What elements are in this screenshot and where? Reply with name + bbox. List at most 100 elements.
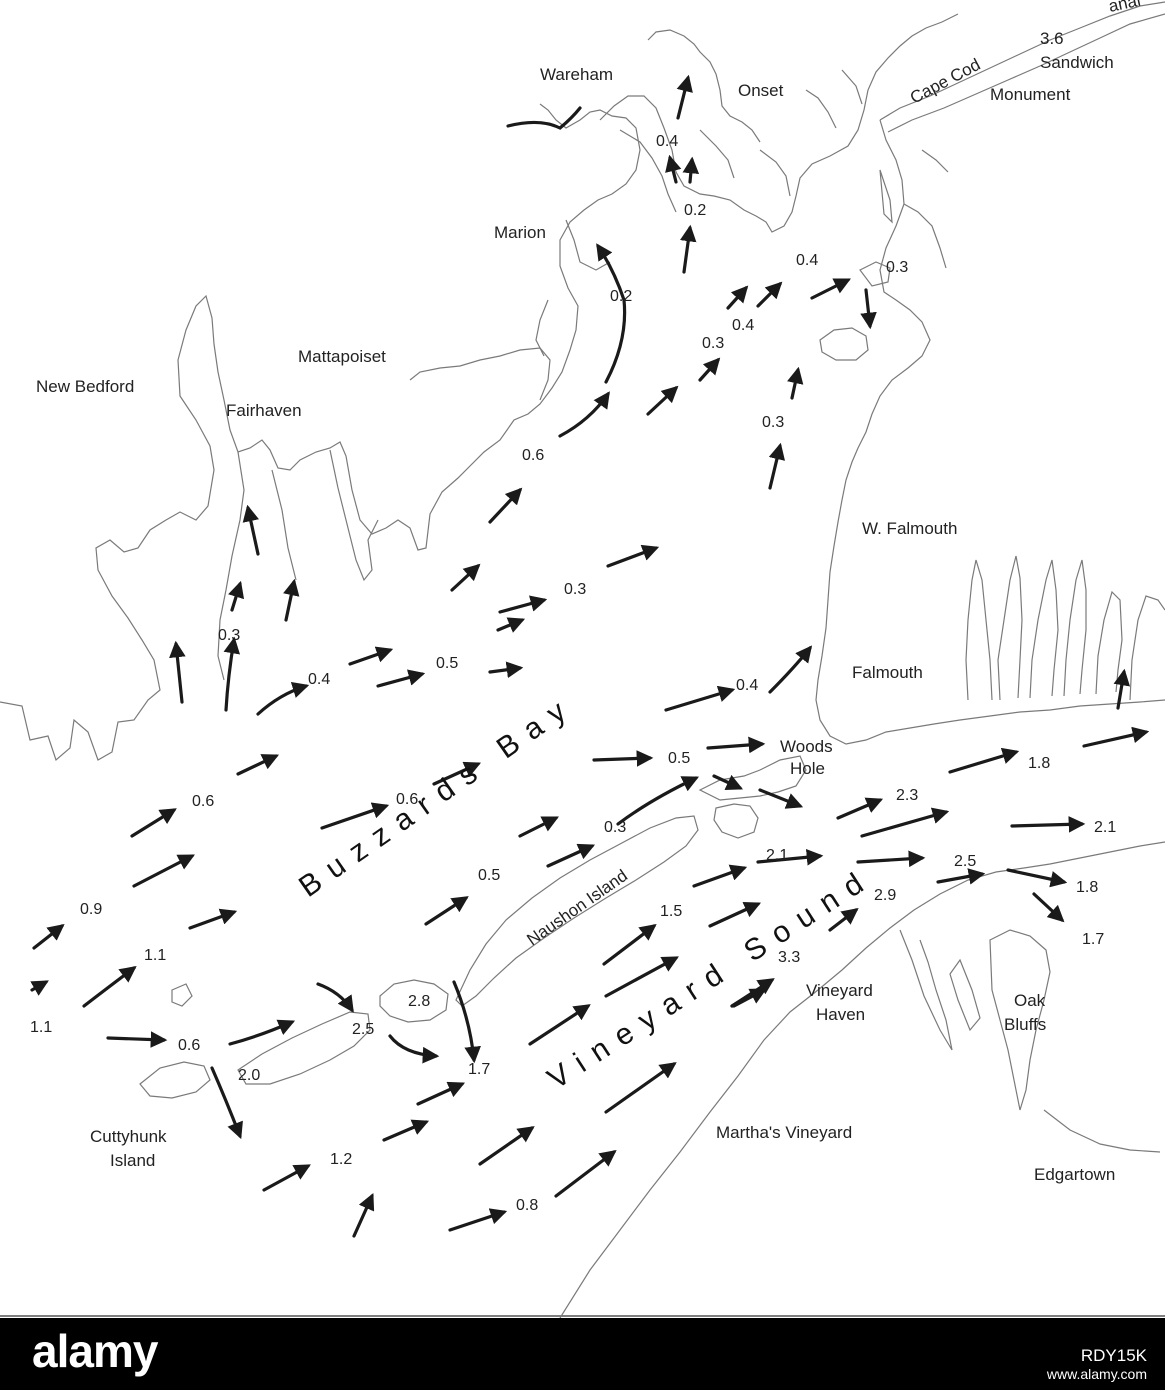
current-arrow — [1006, 868, 1068, 888]
current-arrow — [768, 442, 786, 490]
speed-label: 0.6 — [396, 791, 418, 808]
speed-label: 0.3 — [564, 581, 586, 598]
current-arrow — [236, 754, 280, 776]
current-arrow — [498, 595, 548, 614]
current-arrow — [679, 224, 697, 274]
label-sandwich-speed: 3.6 — [1040, 29, 1064, 48]
label-monument: Monument — [990, 85, 1071, 104]
current-arrow — [130, 808, 177, 838]
current-arrow — [936, 868, 986, 885]
current-arrow — [558, 391, 610, 438]
speed-label: 0.9 — [80, 901, 102, 918]
speed-label: 2.9 — [874, 887, 896, 904]
current-arrow — [756, 849, 824, 866]
current-arrow — [606, 544, 660, 568]
current-arrow — [228, 580, 245, 612]
current-arrow — [228, 1019, 296, 1046]
speed-label: 0.5 — [436, 655, 458, 672]
current-arrow — [554, 1149, 617, 1198]
label-sandwich: Sandwich — [1040, 53, 1114, 72]
current-map: 0.4 0.2 0.2 0.4 0.3 0.4 0.3 0.6 0.3 0.3 … — [0, 0, 1165, 1318]
current-arrow — [452, 980, 481, 1064]
current-arrow — [768, 645, 813, 694]
current-arrow — [518, 816, 559, 838]
speed-label: 0.2 — [610, 288, 632, 305]
label-woods: Woods — [780, 737, 833, 756]
current-arrow — [1032, 892, 1065, 923]
label-marion: Marion — [494, 223, 546, 242]
current-arrow — [646, 385, 679, 416]
current-arrow — [528, 1004, 591, 1046]
label-cuttyhunk-island: Island — [110, 1151, 155, 1170]
current-arrow — [604, 1062, 677, 1114]
current-arrow — [602, 923, 657, 966]
speed-label: 0.4 — [732, 317, 754, 334]
speed-label: 1.8 — [1076, 879, 1098, 896]
speed-label: 0.3 — [886, 259, 908, 276]
label-oak: Oak — [1014, 991, 1046, 1010]
current-arrow — [592, 750, 654, 767]
current-arrow — [416, 1081, 466, 1106]
label-marthas-vineyard: Martha's Vineyard — [716, 1123, 852, 1142]
current-arrow — [488, 487, 523, 524]
current-arrow — [448, 1208, 508, 1232]
current-arrow — [32, 923, 65, 950]
speed-label: 0.4 — [656, 133, 678, 150]
current-arrow — [948, 747, 1020, 774]
speed-label: 2.5 — [954, 853, 976, 870]
coastlines — [0, 1, 1165, 1318]
current-arrow — [712, 774, 744, 790]
current-arrow — [1010, 816, 1086, 833]
speed-label: 0.6 — [192, 793, 214, 810]
watermark-footer: alamy RDY15K www.alamy.com — [0, 1318, 1165, 1390]
speed-label: 0.4 — [308, 671, 330, 688]
speed-label: 0.5 — [478, 867, 500, 884]
speed-label: 1.8 — [1028, 755, 1050, 772]
speed-label: 1.1 — [30, 1019, 52, 1036]
speed-label: 1.2 — [330, 1151, 352, 1168]
speed-label: 1.7 — [468, 1061, 490, 1078]
speed-label: 0.6 — [178, 1037, 200, 1054]
current-arrow — [758, 788, 804, 809]
speed-label: 0.4 — [796, 252, 818, 269]
current-arrow — [860, 288, 877, 330]
current-arrow — [604, 956, 679, 998]
speed-label: 0.5 — [668, 750, 690, 767]
current-arrow — [382, 1119, 430, 1142]
current-arrow — [1082, 726, 1150, 748]
label-fairhaven: Fairhaven — [226, 401, 302, 420]
label-onset: Onset — [738, 81, 784, 100]
current-arrow — [726, 285, 749, 310]
speed-label: 1.5 — [660, 903, 682, 920]
current-arrow — [320, 802, 390, 830]
current-arrow — [210, 1066, 243, 1140]
speed-label: 2.1 — [1094, 819, 1116, 836]
current-arrow — [316, 982, 354, 1013]
speed-label: 0.6 — [522, 447, 544, 464]
current-arrow — [706, 736, 766, 754]
site-url: www.alamy.com — [1046, 1366, 1147, 1382]
label-mattapoiset: Mattapoiset — [298, 347, 386, 366]
speed-label: 0.8 — [516, 1197, 538, 1214]
current-arrow — [682, 156, 700, 184]
current-arrow — [664, 685, 736, 712]
speed-label: 3.3 — [778, 949, 800, 966]
speed-label: 0.3 — [762, 414, 784, 431]
current-arrow — [30, 980, 49, 996]
current-arrow — [546, 843, 596, 868]
current-arrow — [348, 646, 394, 666]
current-arrow — [616, 776, 700, 826]
current-arrow — [836, 797, 884, 820]
image-id: RDY15K — [1080, 1346, 1147, 1365]
current-arrow — [223, 636, 241, 712]
speed-label: 0.3 — [702, 335, 724, 352]
current-arrow — [676, 74, 693, 120]
current-arrow — [708, 901, 762, 928]
label-hole: Hole — [790, 759, 825, 778]
current-arrow — [352, 1192, 375, 1238]
current-arrow — [432, 761, 482, 786]
current-arrow — [496, 617, 526, 633]
current-arrow — [856, 850, 926, 868]
current-arrow — [388, 1034, 440, 1064]
speed-labels: 0.4 0.2 0.2 0.4 0.3 0.4 0.3 0.6 0.3 0.3 … — [30, 133, 1116, 1214]
